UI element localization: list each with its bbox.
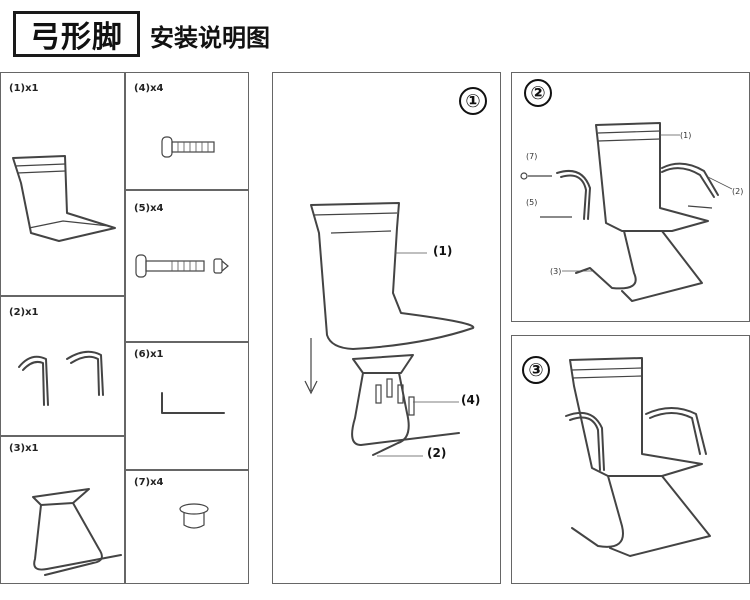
hex-key-image [161,392,225,414]
part-label-6: (6)x1 [134,349,164,360]
part-panel-1: (1)x1 [0,72,125,296]
chair-seat-back-image [12,155,116,242]
product-name-box: 弓形脚 [13,11,140,57]
part-panel-2: (2)x1 [0,296,125,436]
step-number-2: ② [524,79,552,107]
step-2-assembly-image [520,122,733,302]
step-1-callout-seat: (1) [433,244,453,258]
step-1-callout-bolts: (4) [461,393,481,407]
step-2-callout-bolt: (5) [526,198,538,207]
part-panel-3: (3)x1 [0,436,125,584]
part-panel-7: (7)x4 [125,470,249,584]
step-1-panel: ① (1) (4) (2) [272,72,501,584]
cap-nut-image [179,503,209,529]
part-panel-4: (4)x4 [125,72,249,190]
step-3-panel: ③ [511,335,750,584]
product-name: 弓形脚 [30,20,123,55]
step-2-callout-cap-nut: (7) [526,152,538,161]
armrest-pair-image [18,350,104,406]
page-title: 安装说明图 [150,24,270,52]
step-number-3: ③ [522,356,550,384]
long-bolt-nut-image [135,254,229,278]
step-1-assembly-image [304,202,475,457]
part-label-1: (1)x1 [9,83,39,94]
step-2-callout-armrest: (2) [732,187,744,196]
step-number-1: ① [459,87,487,115]
part-label-3: (3)x1 [9,443,39,454]
part-label-2: (2)x1 [9,307,39,318]
part-label-7: (7)x4 [134,477,164,488]
short-bolt-image [161,136,215,158]
arch-base-image [32,488,122,576]
finished-chair-image [565,357,711,557]
part-label-5: (5)x4 [134,203,164,214]
step-2-panel: ② (7) (1) (2) (5) (3) [511,72,750,322]
part-panel-5: (5)x4 [125,190,249,342]
part-panel-6: (6)x1 [125,342,249,470]
step-2-callout-base: (3) [550,267,562,276]
step-1-callout-base: (2) [427,446,447,460]
step-2-callout-seat: (1) [680,131,692,140]
part-label-4: (4)x4 [134,83,164,94]
